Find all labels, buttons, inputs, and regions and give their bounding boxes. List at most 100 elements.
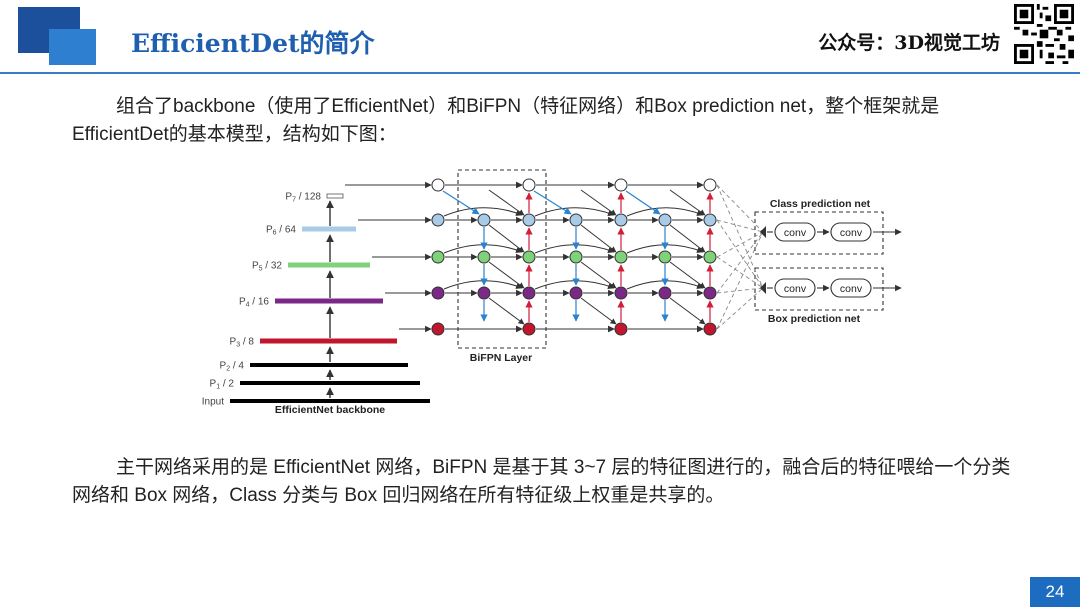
level-label: P2 / 4 [220, 361, 245, 373]
bifpn-box [457, 169, 547, 349]
conv-pill [830, 222, 872, 242]
slide-header: EfficientDet的简介 公众号：3D视觉工坊 [0, 0, 1080, 74]
qr-code-icon [1014, 4, 1074, 64]
cross-edge [580, 189, 617, 216]
bifpn-node [522, 250, 536, 264]
conv-pill [774, 222, 816, 242]
cross-edge [669, 224, 706, 253]
bifpn-node [569, 250, 583, 264]
bifpn-node [614, 213, 628, 227]
skip-edge [443, 207, 523, 217]
head-connector [716, 287, 764, 330]
conv-label: conv [840, 227, 863, 239]
bifpn-node [431, 322, 445, 336]
conv-label: conv [840, 283, 863, 295]
cross-edge [669, 297, 706, 325]
bifpn-layer-label: BiFPN Layer [470, 352, 532, 364]
bifpn-node [477, 250, 491, 264]
bifpn-nodes [431, 178, 717, 336]
bifpn-node [658, 286, 672, 300]
head-input-icon [760, 226, 766, 238]
class-net-label: Class prediction net [770, 198, 871, 210]
bifpn-edges [345, 169, 714, 349]
conv-pill [774, 278, 816, 298]
bifpn-node [522, 213, 536, 227]
bifpn-node [703, 286, 717, 300]
conv-pill [830, 278, 872, 298]
head-connector [716, 219, 764, 233]
bifpn-node [569, 286, 583, 300]
head-connector [716, 231, 764, 294]
bifpn-node [703, 322, 717, 336]
bifpn-node [522, 178, 536, 192]
backbone-bar-p2 [250, 363, 408, 367]
bifpn-node [658, 213, 672, 227]
intro-paragraph: 组合了backbone（使用了EfficientNet）和BiFPN（特征网络）… [72, 96, 940, 145]
skip-edge [534, 207, 615, 217]
level-label: P3 / 8 [230, 337, 255, 349]
backbone-bar-p3 [260, 338, 397, 344]
cross-edge [488, 297, 525, 325]
bifpn-node [522, 286, 536, 300]
backbone-bar-p1 [240, 381, 420, 385]
class-net-box [754, 211, 884, 255]
head-connector [716, 231, 764, 258]
bifpn-node [614, 322, 628, 336]
backbone-bar-p4 [275, 298, 383, 304]
skip-edge [626, 207, 704, 217]
backbone-bar-p5 [288, 262, 370, 268]
page-number: 24 [1030, 577, 1080, 607]
bifpn-node [703, 178, 717, 192]
cross-edge [669, 261, 706, 289]
head-connector [716, 256, 764, 289]
cross-edge [669, 189, 706, 216]
bifpn-node [569, 213, 583, 227]
conv-label: conv [784, 283, 807, 295]
bifpn-node [703, 250, 717, 264]
cross-edge [488, 189, 525, 216]
head-connector [716, 231, 764, 330]
head-connector [716, 184, 764, 289]
brand-text: 公众号：3D视觉工坊 [818, 32, 1000, 54]
bifpn-node [431, 286, 445, 300]
bifpn-node [614, 286, 628, 300]
prediction-heads: conv conv conv conv [716, 184, 902, 330]
backbone-bar-input [230, 399, 430, 403]
top-down-edge [533, 190, 572, 215]
head-connector [716, 184, 764, 233]
level-label: P7 / 128 [285, 192, 321, 204]
bifpn-node [431, 178, 445, 192]
bifpn-node [522, 322, 536, 336]
cross-edge [488, 224, 525, 253]
logo-square-light [49, 29, 96, 65]
backbone-bars [230, 193, 430, 403]
level-label: P5 / 32 [252, 261, 282, 273]
bifpn-node [658, 250, 672, 264]
slide-title: EfficientDet的简介 [131, 29, 375, 58]
head-input-icon [760, 282, 766, 294]
backbone-bar-p7 [326, 193, 344, 199]
bifpn-node [477, 286, 491, 300]
backbone-bar-p6 [302, 226, 356, 232]
header-divider [0, 72, 1080, 74]
summary-paragraph: 主干网络采用的是 EfficientNet 网络，BiFPN 是基于其 3~7 … [72, 457, 1011, 506]
cross-edge [580, 297, 617, 325]
bifpn-node [477, 213, 491, 227]
bifpn-node [431, 250, 445, 264]
bifpn-node [703, 213, 717, 227]
bifpn-node [614, 178, 628, 192]
conv-label: conv [784, 227, 807, 239]
top-down-edge [442, 190, 480, 215]
box-net-label: Box prediction net [768, 313, 861, 325]
cross-edge [488, 261, 525, 289]
bifpn-node [614, 250, 628, 264]
bifpn-node [431, 213, 445, 227]
head-connector [716, 287, 764, 294]
level-label: P1 / 2 [210, 379, 235, 391]
top-down-edge [625, 190, 661, 215]
level-label: P4 / 16 [239, 297, 269, 309]
level-label: Input [202, 397, 224, 408]
